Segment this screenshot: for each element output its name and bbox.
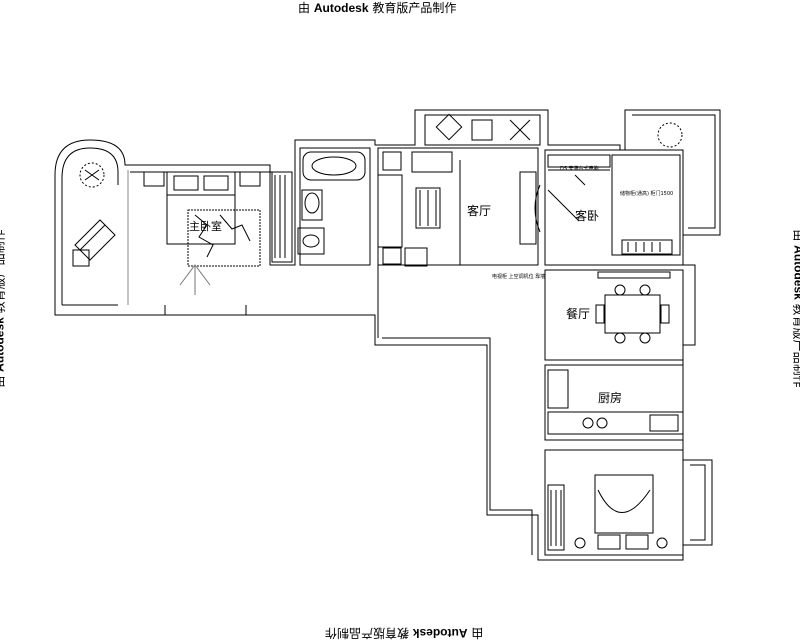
room-label-living-room: 客厅: [467, 203, 491, 218]
balcony-decor: [72, 162, 116, 267]
kitchen-furniture: [547, 369, 684, 435]
master-bedroom-furniture: [143, 171, 293, 295]
guest-bedroom-furniture: [547, 122, 683, 256]
room-label-dining: 餐厅: [566, 306, 590, 321]
exterior-walls: [54, 109, 721, 561]
watermark-top: 由 Autodesk 教育版产品制作: [298, 1, 457, 15]
bathroom-fixtures: [297, 151, 366, 255]
guest-note-1: DS 安装台式电脑: [560, 165, 599, 172]
dining-furniture: [544, 271, 671, 350]
room-label-kitchen: 厨房: [598, 390, 622, 405]
room-label-guest-bedroom: 客卧: [575, 208, 599, 223]
room-label-master-bedroom: 主卧室: [189, 219, 222, 233]
guest-note-2: 储物柜(通高) 柜门1500: [620, 190, 673, 197]
bedroom-furniture: [547, 474, 668, 551]
living-note: 电视柜 上空调机位 靠墙: [492, 273, 545, 280]
living-room-furniture: [377, 113, 541, 267]
